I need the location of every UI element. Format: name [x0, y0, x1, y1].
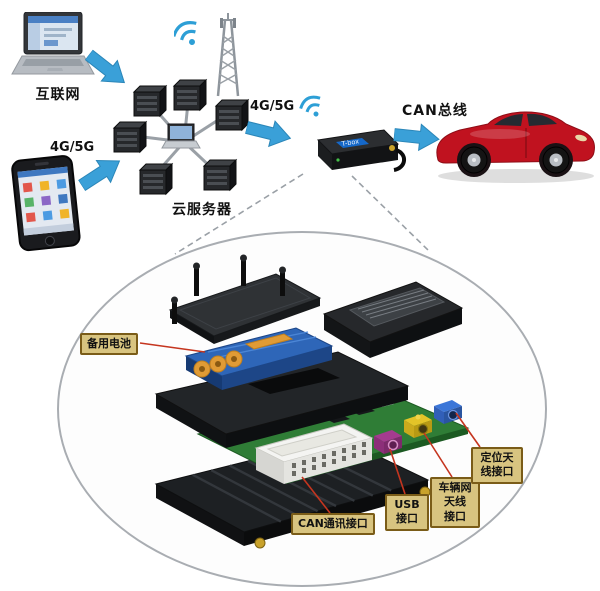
tbox-wifi-icon — [299, 95, 321, 117]
leader-backup-battery — [139, 342, 206, 353]
arrow-internet-to-cloud — [84, 49, 126, 84]
leader-vehicle-antenna — [423, 432, 453, 478]
callout-backup-battery-label: 备用电池 — [87, 337, 131, 350]
callout-backup-battery: 备用电池 — [80, 333, 138, 356]
tbox-sticker-label: T-box — [340, 137, 360, 148]
leader-gps-antenna — [455, 412, 481, 448]
can-bus-label: CAN总线 — [402, 103, 468, 119]
callout-vehicle-line3: 接口 — [444, 509, 466, 523]
callout-usb-interface: USB 接口 — [385, 494, 429, 531]
leader-can-interface — [301, 476, 331, 514]
tbox-zoom-line-right — [351, 175, 429, 251]
middle-frame — [154, 351, 410, 448]
cloud-server-cluster — [112, 78, 250, 196]
callout-gps-line2: 线接口 — [480, 465, 514, 479]
callout-usb-line2: 接口 — [396, 512, 418, 526]
tbox-device: T-box — [299, 95, 406, 172]
arrow-tbox-to-car — [392, 123, 440, 152]
cell-tower-icon — [216, 13, 240, 97]
tower-wifi-icon — [174, 21, 197, 45]
callout-can-interface-label: CAN通讯接口 — [298, 517, 368, 530]
server-node — [112, 78, 250, 196]
usb-connector — [374, 430, 402, 454]
internet-label: 互联网 — [35, 87, 81, 103]
gps-antenna-connector — [434, 400, 462, 424]
leader-usb-interface — [389, 448, 406, 495]
upper-shell — [322, 281, 464, 358]
smartphone-illustration — [11, 155, 81, 252]
can-connector — [254, 423, 374, 484]
callout-vehicle-line1: 车辆网 — [438, 481, 472, 494]
callout-can-interface: CAN通讯接口 — [291, 513, 375, 536]
cluster-center-laptop — [161, 123, 201, 149]
laptop-illustration — [11, 12, 95, 75]
standoff-posts — [171, 254, 286, 324]
backup-battery-pack — [184, 327, 334, 390]
callout-gps-antenna: 定位天 线接口 — [471, 447, 523, 484]
car-illustration — [436, 111, 595, 183]
callout-usb-line1: USB — [394, 498, 420, 511]
arrow-phone-to-cloud — [77, 159, 121, 192]
tbox-network-label: 4G/5G — [250, 99, 295, 114]
callout-gps-line1: 定位天 — [480, 451, 514, 464]
cloud-server-label: 云服务器 — [172, 202, 232, 218]
arrow-cloud-to-tbox — [244, 120, 292, 148]
callout-vehicle-line2: 天线 — [444, 495, 466, 509]
vehicle-antenna-connector — [404, 414, 432, 438]
tbox-sticker — [336, 138, 369, 148]
callout-vehicle-antenna: 车辆网 天线 接口 — [430, 477, 480, 528]
tbox-zoom-line-left — [174, 173, 304, 255]
phone-network-label: 4G/5G — [50, 140, 95, 155]
exploded-hardware — [154, 254, 470, 549]
